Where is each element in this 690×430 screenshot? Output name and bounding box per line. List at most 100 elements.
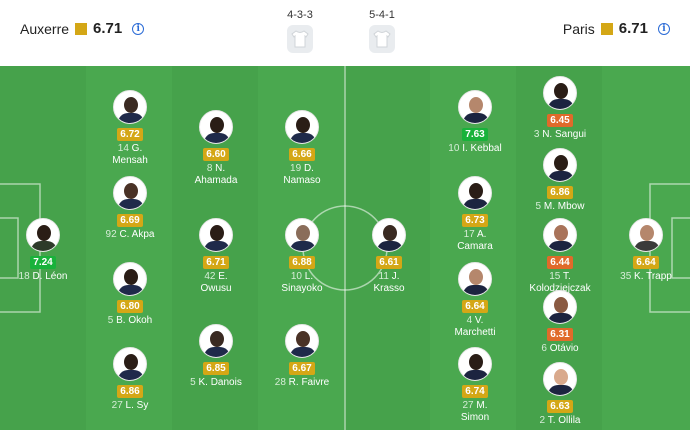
player-rating: 7.63 (462, 128, 488, 141)
player-card[interactable]: 6.73 17 A. Camara (430, 176, 520, 252)
player-number: 3 (533, 129, 540, 140)
player-avatar (543, 76, 577, 110)
player-name: B. Okoh (116, 315, 153, 326)
home-team-rating: 6.71 (93, 20, 123, 37)
player-number: 6 (541, 343, 547, 354)
player-card[interactable]: 6.74 27 M. Simon (430, 347, 520, 423)
away-rating-badge-icon (600, 22, 613, 35)
player-rating: 6.61 (376, 256, 402, 269)
player-avatar (458, 90, 492, 124)
player-name: G. (131, 143, 143, 154)
player-avatar (543, 362, 577, 396)
player-card[interactable]: 6.60 8 N. Ahamada (171, 110, 261, 186)
player-avatar (199, 324, 233, 358)
player-avatar (285, 110, 319, 144)
player-name: I. Kebbal (462, 143, 502, 154)
player-name: L. Sy (125, 400, 149, 411)
player-rating: 6.85 (203, 362, 229, 375)
player-card[interactable]: 6.45 3 N. Sangui (515, 76, 605, 140)
player-number: 18 (18, 271, 30, 282)
player-card[interactable]: 6.67 28 R. Faivre (257, 324, 347, 388)
player-rating: 6.64 (633, 256, 659, 269)
home-rating-badge-icon (75, 22, 88, 35)
player-avatar (543, 290, 577, 324)
player-name-line2: Camara (457, 241, 493, 252)
player-avatar (113, 90, 147, 124)
player-rating: 6.63 (547, 400, 573, 413)
player-name: V. (474, 315, 484, 326)
player-avatar (113, 176, 147, 210)
player-card[interactable]: 6.64 35 K. Trapp (601, 218, 690, 282)
player-card[interactable]: 6.88 10 L. Sinayoko (257, 218, 347, 294)
player-card[interactable]: 6.69 92 C. Akpa (85, 176, 175, 240)
player-number: 27 (462, 400, 474, 411)
player-number: 2 (539, 415, 546, 426)
player-card[interactable]: 7.24 18 D. Léon (0, 218, 88, 282)
player-name: T. (562, 271, 571, 282)
player-number: 11 (378, 271, 389, 282)
player-rating: 6.72 (117, 128, 143, 141)
home-team-name: Auxerre (20, 20, 70, 37)
player-name-line2: Mensah (112, 155, 148, 166)
player-name-line2: Ahamada (194, 175, 238, 186)
player-name-line2: Namaso (283, 175, 321, 186)
player-name: R. Faivre (288, 377, 330, 388)
player-rating: 6.80 (117, 300, 143, 313)
player-number: 92 (105, 229, 117, 240)
player-name: M. (476, 400, 488, 411)
player-name: D. (303, 163, 314, 174)
player-name-line2: Krasso (373, 283, 405, 294)
player-number: 8 (206, 163, 213, 174)
home-formation-label: 4-3-3 (287, 9, 313, 21)
player-number: 14 (117, 143, 129, 154)
player-name: N. Sangui (542, 129, 587, 140)
player-number: 5 (190, 377, 196, 388)
player-card[interactable]: 6.31 6 Otávio (515, 290, 605, 354)
home-team: Auxerre 6.71 i (20, 20, 145, 37)
player-avatar (372, 218, 406, 252)
player-rating: 6.60 (203, 148, 229, 161)
player-name: T. Ollila (547, 415, 581, 426)
player-card[interactable]: 6.64 4 V. Marchetti (430, 262, 520, 338)
player-number: 17 (463, 229, 475, 240)
player-name: E. (218, 271, 228, 282)
player-name: K. Danois (198, 377, 242, 388)
player-rating: 6.86 (547, 186, 573, 199)
player-rating: 6.86 (117, 385, 143, 398)
player-number: 27 (111, 400, 123, 411)
pitch: 6.72 14 G. Mensah 6.69 92 C. Akpa 7.24 1… (0, 66, 690, 430)
player-card[interactable]: 6.85 5 K. Danois (171, 324, 261, 388)
player-number: 10 (290, 271, 302, 282)
player-card[interactable]: 6.72 14 G. Mensah (85, 90, 175, 166)
player-card[interactable]: 6.63 2 T. Ollila (515, 362, 605, 426)
player-avatar (543, 218, 577, 252)
away-team-rating: 6.71 (618, 20, 648, 37)
player-card[interactable]: 6.71 42 E. Owusu (171, 218, 261, 294)
player-number: 5 (107, 315, 114, 326)
player-rating: 6.67 (289, 362, 315, 375)
player-number: 15 (549, 271, 561, 282)
player-card[interactable]: 6.66 19 D. Namaso (257, 110, 347, 186)
player-rating: 6.71 (203, 256, 229, 269)
match-header: Auxerre 6.71 i 4-3-3 5-4-1 Paris 6.71 i (0, 0, 690, 66)
away-info-icon[interactable]: i (658, 22, 670, 35)
player-rating: 6.45 (547, 114, 573, 127)
player-avatar (629, 218, 663, 252)
away-shirt-icon (369, 25, 395, 53)
home-info-icon[interactable]: i (132, 22, 145, 35)
player-name: L. (304, 271, 314, 282)
player-avatar (199, 110, 233, 144)
player-number: 42 (204, 271, 216, 282)
player-card[interactable]: 6.61 11 J. Krasso (344, 218, 434, 294)
player-card[interactable]: 6.80 5 B. Okoh (85, 262, 175, 326)
player-avatar (113, 262, 147, 296)
player-card[interactable]: 6.86 27 L. Sy (85, 347, 175, 411)
player-card[interactable]: 6.86 5 M. Mbow (515, 148, 605, 212)
player-rating: 6.31 (547, 328, 573, 341)
player-card[interactable]: 6.44 15 T. Kolodziejczak (515, 218, 605, 294)
player-number: 5 (535, 201, 542, 212)
player-name-line2: Owusu (200, 283, 232, 294)
player-avatar (458, 347, 492, 381)
player-avatar (26, 218, 60, 252)
player-card[interactable]: 7.63 10 I. Kebbal (430, 90, 520, 154)
